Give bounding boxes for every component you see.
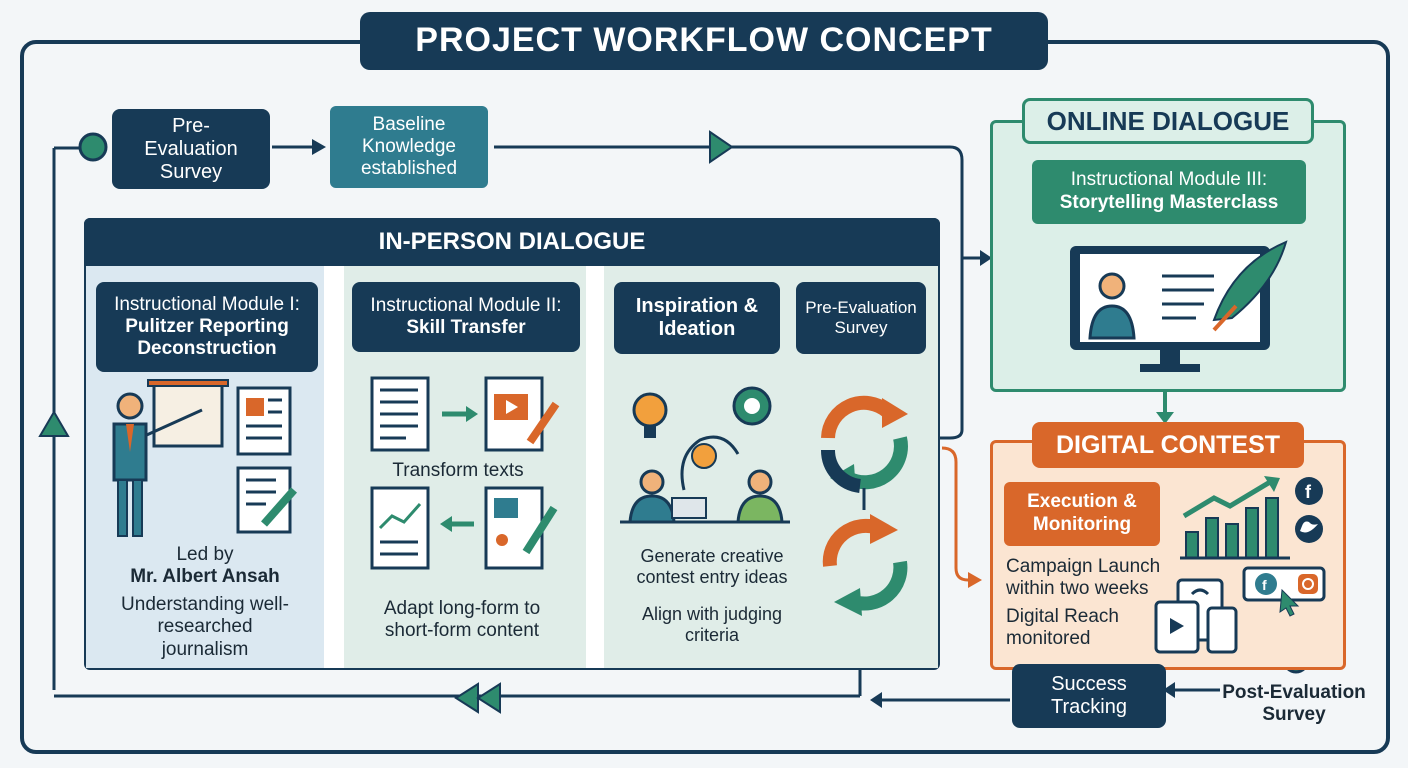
generate-ideas-text: Generate creative contest entry ideas	[636, 546, 788, 588]
module2-line1: Instructional Module II:	[370, 295, 562, 317]
success-tracking-box: Success Tracking	[1012, 664, 1166, 728]
presenter-icon	[112, 379, 229, 537]
module3-line2: Storytelling Masterclass	[1059, 192, 1279, 213]
pre-evaluation-survey-box: Pre-Evaluation Survey	[112, 109, 270, 189]
digital-reach-text: Digital Reach monitored	[1006, 606, 1119, 650]
baseline-knowledge-box: Baseline Knowledge established	[330, 106, 488, 188]
ideation-icon	[620, 386, 790, 524]
module3-line1: Instructional Module III:	[1070, 169, 1268, 191]
module2-line2: Skill Transfer	[406, 317, 526, 338]
post-evaluation-survey-label: Post-Evaluation Survey	[1222, 682, 1366, 726]
success-tracking-label: Success Tracking	[1051, 673, 1127, 718]
pre-evaluation-survey-2-box: Pre-Evaluation Survey	[796, 282, 926, 354]
pre-evaluation-2-label: Pre-Evaluation Survey	[805, 298, 917, 337]
transform-icons	[370, 376, 560, 570]
monitor-presenter-icon	[1070, 240, 1288, 372]
page-title: PROJECT WORKFLOW CONCEPT	[360, 12, 1048, 70]
campaign-launch-text: Campaign Launch within two weeks	[1006, 556, 1161, 600]
cycle-arrows-icon	[820, 395, 908, 616]
align-criteria-text: Align with judging criteria	[641, 604, 783, 646]
module1-line2: Pulitzer Reporting Deconstruction	[125, 316, 289, 359]
transform-texts: Transform texts	[392, 460, 524, 481]
module3-box: Instructional Module III: Storytelling M…	[1032, 160, 1306, 224]
online-dialogue-title: ONLINE DIALOGUE	[1022, 98, 1314, 144]
svg-text:f: f	[1305, 482, 1312, 502]
baseline-label: Baseline Knowledge established	[360, 114, 458, 179]
leader-name: Mr. Albert Ansah	[130, 566, 280, 587]
digital-contest-panel	[990, 440, 1346, 670]
document-pencil-icon	[236, 386, 297, 534]
growth-chart-icon	[1180, 476, 1290, 560]
in-person-title: IN-PERSON DIALOGUE	[84, 218, 940, 266]
ideation-title: Inspiration & Ideation	[635, 295, 759, 340]
execution-monitoring-box: Execution & Monitoring	[1004, 482, 1160, 546]
pre-evaluation-label: Pre-Evaluation Survey	[144, 114, 238, 183]
module1-line1: Instructional Module I:	[114, 294, 300, 316]
execution-label: Execution & Monitoring	[1027, 491, 1137, 535]
adapt-content-text: Adapt long-form to short-form content	[383, 598, 541, 642]
led-by-text: Led by	[176, 544, 234, 565]
ideation-box: Inspiration & Ideation	[614, 282, 780, 354]
module2-box: Instructional Module II: Skill Transfer	[352, 282, 580, 352]
digital-contest-title: DIGITAL CONTEST	[1032, 422, 1304, 468]
devices-icon: f	[1154, 566, 1326, 654]
social-icons: f	[1295, 477, 1323, 543]
module1-description: Understanding well-researched journalism	[121, 594, 289, 660]
module1-box: Instructional Module I: Pulitzer Reporti…	[96, 282, 318, 372]
svg-text:f: f	[1262, 577, 1267, 593]
